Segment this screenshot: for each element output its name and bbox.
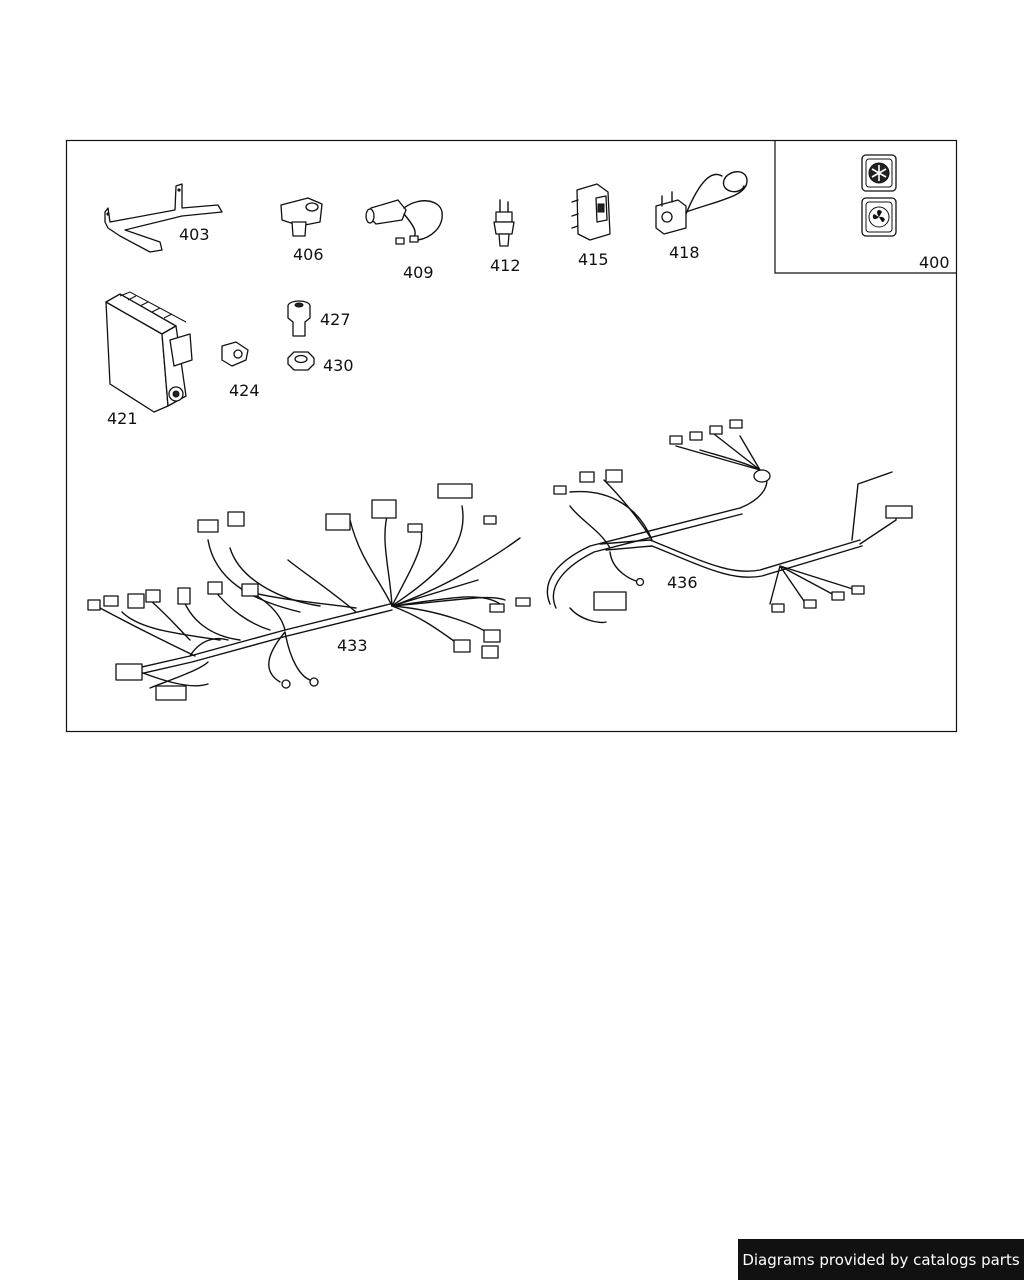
part-409-pressure-switch xyxy=(365,199,443,245)
label-433: 433 xyxy=(337,636,368,655)
inset-frame xyxy=(774,141,957,274)
label-415: 415 xyxy=(578,250,609,269)
label-427: 427 xyxy=(320,310,351,329)
credit-text: Diagrams provided by catalogs parts xyxy=(742,1250,1020,1269)
label-421: 421 xyxy=(107,409,138,428)
credit-banner: Diagrams provided by catalogs parts xyxy=(738,1239,1024,1280)
part-433-wiring-harness xyxy=(87,483,531,701)
label-406: 406 xyxy=(293,245,324,264)
diagram-frame xyxy=(65,139,958,733)
label-418: 418 xyxy=(669,243,700,262)
part-436-wiring-harness xyxy=(546,419,913,624)
part-406-sensor xyxy=(280,197,323,237)
label-412: 412 xyxy=(490,256,521,275)
part-415-rocker-switch xyxy=(571,183,611,241)
label-400: 400 xyxy=(919,253,950,272)
part-421-control-unit xyxy=(105,291,193,413)
part-403-bracket xyxy=(104,183,223,253)
label-409: 409 xyxy=(403,263,434,282)
fan-icon xyxy=(861,197,897,237)
part-427-grommet xyxy=(287,300,311,337)
part-412-temp-switch xyxy=(493,199,515,247)
part-430-nut xyxy=(287,351,315,371)
part-418-thermostat xyxy=(655,171,748,235)
part-424-clip xyxy=(221,341,249,367)
label-424: 424 xyxy=(229,381,260,400)
label-403: 403 xyxy=(179,225,210,244)
snowflake-icon xyxy=(861,154,897,192)
label-436: 436 xyxy=(667,573,698,592)
label-430: 430 xyxy=(323,356,354,375)
